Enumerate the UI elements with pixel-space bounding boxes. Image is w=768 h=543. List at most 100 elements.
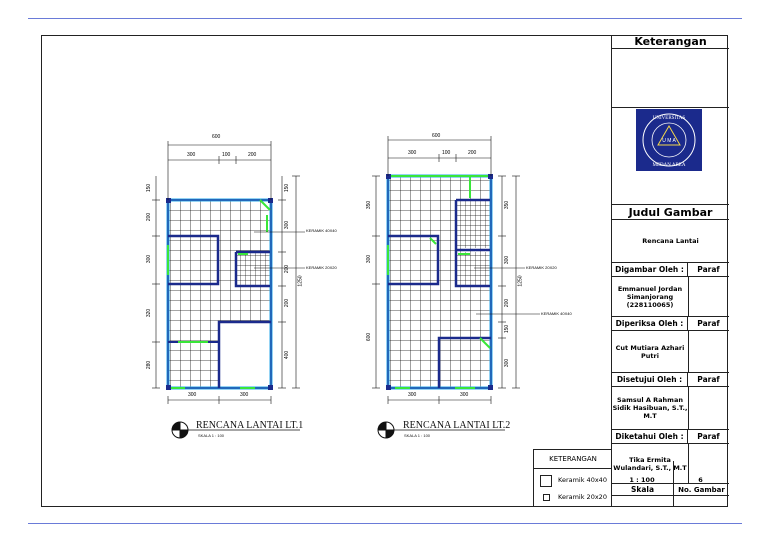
plan2-north-marker [377, 421, 505, 439]
legend-box: KETERANGAN Keramik 40x40 Keramik 20x20 [533, 449, 612, 508]
tile-20-swatch [543, 494, 550, 501]
plan1-dim-right-3: 200 [284, 264, 291, 274]
logo-text-top: UNIVERSITAS [653, 116, 686, 121]
logo-text-bottom: MEDAN AREA [653, 163, 686, 168]
title-block: Keterangan Judul Gambar Rencana Lantai D… [611, 35, 729, 507]
tb-blank-row [612, 49, 729, 108]
plan2-label-20x20: KERAMIK 20X20 [526, 265, 557, 270]
plan1-dim-left-1: 150 [146, 183, 153, 193]
plan-lt1 [152, 141, 305, 404]
plan1-dim-right-2: 300 [284, 220, 291, 230]
tb-no-gambar-label: No. Gambar [678, 486, 725, 494]
drawing-frame [41, 35, 728, 507]
plan2-dim-bottom-1: 300 [408, 392, 417, 398]
plan1-dim-left-5: 280 [146, 360, 153, 370]
tb-judul-gambar: Judul Gambar [628, 206, 713, 219]
plan2-dim-right-total: 1250 [517, 275, 524, 287]
plan2-doors [387, 175, 491, 389]
plan1-doors [167, 199, 271, 389]
plan2-dim-left-3: 600 [366, 332, 373, 342]
plan2-room-wall-3 [437, 336, 491, 388]
plan1-room-wall-2 [234, 250, 270, 288]
tb-disetujui-name-row: Samsul A Rahman Sidik Hasibuan, S.T., M.… [612, 387, 729, 430]
tb-digambar-row: Digambar Oleh : Paraf [612, 263, 729, 277]
plan2-dim-right-4: 150 [504, 324, 511, 334]
plan1-room-wall-3 [217, 320, 271, 388]
plan2-dim-right-5: 300 [504, 358, 511, 368]
tb-skala-header-row: Skala No. Gambar [612, 484, 729, 496]
plan2-scale: SKALA 1 : 100 [404, 433, 431, 438]
plan1-scale: SKALA 1 : 100 [198, 433, 225, 438]
plan1-label-40x40: KERAMIK 40X40 [306, 228, 337, 233]
tb-diketahui-label: Diketahui Oleh : [612, 430, 688, 444]
plan1-dim-top-3: 200 [248, 152, 257, 158]
plan1-dim-bottom-1: 300 [188, 392, 197, 398]
plan1-label-20x20: KERAMIK 20X20 [306, 265, 337, 270]
plan2-dim-right-3: 200 [504, 298, 511, 308]
plan2-tile-20b [456, 252, 490, 286]
plan2-room-wall-1 [388, 234, 440, 286]
tb-paraf-4: Paraf [697, 432, 720, 441]
logo-center-text: U M A [662, 138, 676, 144]
tb-paraf-3: Paraf [697, 375, 720, 384]
tb-no-gambar-value: 6 [698, 476, 703, 484]
tb-digambar-name: Emmanuel Jordan Simanjorang (228110065) [617, 285, 683, 309]
plan2-dim-total: 600 [432, 133, 441, 139]
tb-digambar-name-row: Emmanuel Jordan Simanjorang (228110065) [612, 277, 729, 317]
plan1-dim-right-total: 1250 [297, 275, 304, 287]
page-border-top [28, 18, 742, 19]
tb-disetujui-name: Samsul A Rahman Sidik Hasibuan, S.T., M.… [612, 396, 688, 420]
tb-paraf-1: Paraf [697, 265, 720, 274]
plan1-tile-20 [236, 252, 270, 286]
plan2-title: RENCANA LANTAI LT.2 [403, 420, 511, 431]
plan1-dim-top-1: 300 [187, 152, 196, 158]
plan1-dim-right-4: 200 [284, 298, 291, 308]
plan2-dim-right-1: 350 [504, 200, 511, 210]
plan1-dim-right-5: 400 [284, 350, 291, 360]
plan2-dim-left-1: 350 [366, 200, 373, 210]
tb-diketahui-name-row: Tika Ermita Wulandari, S.T., M.T [612, 444, 729, 484]
plan2-label-40x40: KERAMIK 40X40 [541, 311, 572, 316]
plan1-dim-total: 600 [212, 134, 221, 140]
tb-skala-value: 1 : 100 [629, 476, 655, 484]
tb-diketahui-name: Tika Ermita Wulandari, S.T., M.T [613, 456, 687, 472]
plan1-dim-top-2: 100 [222, 152, 231, 158]
tb-diperiksa-name: Cut Mutiara Azhari Putri [615, 344, 685, 360]
plan2-room-wall-2 [454, 198, 490, 288]
tb-judul-row: Judul Gambar [612, 205, 729, 220]
plan2-dim-top-1: 300 [408, 150, 417, 156]
plan2-dim-top-3: 200 [468, 150, 477, 156]
legend-item-40-label: Keramik 40x40 [558, 476, 607, 484]
tb-keterangan-row: Keterangan [612, 35, 729, 49]
plan1-title: RENCANA LANTAI LT.1 [196, 420, 304, 431]
legend-item-40: Keramik 40x40 [534, 470, 612, 489]
legend-item-20-label: Keramik 20x20 [558, 493, 607, 501]
tb-judul-value-row: Rencana Lantai [612, 220, 729, 263]
plan1-dim-bottom-2: 300 [240, 392, 249, 398]
plan2-dim-left-2: 300 [366, 254, 373, 264]
tb-skala-value-row [612, 496, 729, 507]
tb-digambar-label: Digambar Oleh : [612, 263, 688, 277]
page-border-bottom [28, 523, 742, 524]
legend-title: KETERANGAN [534, 450, 612, 469]
tb-disetujui-row: Disetujui Oleh : Paraf [612, 373, 729, 387]
university-logo: UNIVERSITAS MEDAN AREA U M A [636, 109, 702, 171]
tb-diketahui-row: Diketahui Oleh : Paraf [612, 430, 729, 444]
tb-diperiksa-label: Diperiksa Oleh : [612, 317, 688, 331]
plan1-dim-right-1: 150 [284, 183, 291, 193]
plan2-dim-top-2: 100 [442, 150, 451, 156]
plan1-empty-room [219, 322, 271, 388]
plan-lt2 [372, 136, 540, 404]
legend-item-20: Keramik 20x20 [534, 489, 612, 508]
tb-diperiksa-row: Diperiksa Oleh : Paraf [612, 317, 729, 331]
tb-skala-label: Skala [612, 484, 674, 496]
plan1-dim-left-4: 320 [146, 308, 153, 318]
plan1-dim-left-2: 200 [146, 212, 153, 222]
plan2-tile-20a [456, 200, 490, 248]
plan2-dim-bottom-2: 300 [460, 392, 469, 398]
plan1-north-marker [171, 421, 300, 439]
tile-40-swatch [540, 475, 552, 487]
tb-judul-value: Rencana Lantai [642, 237, 699, 245]
tb-keterangan: Keterangan [634, 35, 707, 48]
